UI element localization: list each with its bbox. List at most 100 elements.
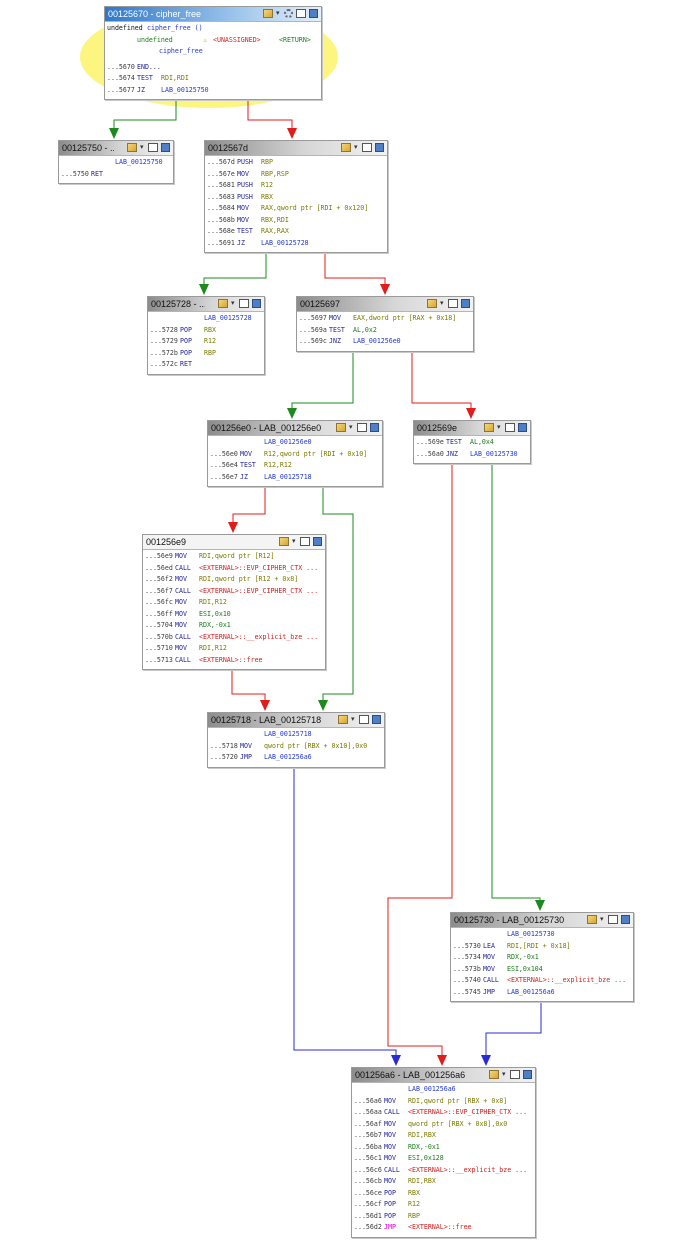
dropdown-caret-icon[interactable]: ▾ bbox=[354, 143, 358, 151]
edit-icon[interactable] bbox=[338, 715, 348, 724]
snapshot-icon[interactable] bbox=[372, 715, 381, 724]
dropdown-caret-icon[interactable]: ▾ bbox=[292, 537, 296, 545]
settings-icon[interactable] bbox=[284, 9, 293, 18]
edit-icon[interactable] bbox=[427, 299, 437, 308]
restore-window-icon[interactable] bbox=[505, 423, 515, 432]
restore-window-icon[interactable] bbox=[448, 299, 458, 308]
flow-edge-false[interactable] bbox=[324, 246, 386, 294]
edit-icon[interactable] bbox=[279, 537, 289, 546]
block-header[interactable]: 0012567d▾ bbox=[205, 141, 387, 156]
snapshot-icon[interactable] bbox=[252, 299, 261, 308]
dropdown-caret-icon[interactable]: ▾ bbox=[349, 423, 353, 431]
snapshot-icon[interactable] bbox=[161, 143, 170, 152]
block-header[interactable]: 00125697▾ bbox=[297, 297, 473, 312]
edit-icon[interactable] bbox=[587, 915, 597, 924]
block-header[interactable]: 0012569e▾ bbox=[414, 421, 530, 436]
edit-icon[interactable] bbox=[489, 1070, 499, 1079]
edit-icon[interactable] bbox=[341, 143, 351, 152]
block-header[interactable]: 001256a6 - LAB_001256a6▾ bbox=[352, 1068, 535, 1083]
code-block-b10[interactable]: 00125730 - LAB_00125730▾LAB_00125730...5… bbox=[450, 912, 634, 1002]
code-block-b9[interactable]: 00125718 - LAB_00125718▾LAB_00125718...5… bbox=[207, 712, 385, 768]
block-header[interactable]: 001256e9▾ bbox=[143, 535, 325, 550]
block-header[interactable]: 00125670 - cipher_free▾ bbox=[105, 7, 321, 22]
snapshot-icon[interactable] bbox=[313, 537, 322, 546]
restore-window-icon[interactable] bbox=[239, 299, 249, 308]
flow-edge-true[interactable] bbox=[203, 246, 267, 294]
dropdown-caret-icon[interactable]: ▾ bbox=[440, 299, 444, 307]
flow-edge-false[interactable] bbox=[411, 348, 472, 418]
block-header[interactable]: 00125750 - ...▾ bbox=[59, 141, 173, 156]
restore-window-icon[interactable] bbox=[362, 143, 372, 152]
restore-window-icon[interactable] bbox=[148, 143, 158, 152]
block-header[interactable]: 00125718 - LAB_00125718▾ bbox=[208, 713, 384, 728]
edit-icon[interactable] bbox=[336, 423, 346, 432]
block-header[interactable]: 00125728 - ...▾ bbox=[148, 297, 264, 312]
snapshot-icon[interactable] bbox=[375, 143, 384, 152]
dropdown-caret-icon[interactable]: ▾ bbox=[351, 715, 355, 723]
dropdown-caret-icon[interactable]: ▾ bbox=[497, 423, 501, 431]
flow-edge-jump[interactable] bbox=[293, 760, 397, 1065]
restore-window-icon[interactable] bbox=[510, 1070, 520, 1079]
snapshot-icon[interactable] bbox=[461, 299, 470, 308]
block-header[interactable]: 001256e0 - LAB_001256e0▾ bbox=[208, 421, 382, 436]
snapshot-icon[interactable] bbox=[621, 915, 630, 924]
flow-edge-false[interactable] bbox=[387, 462, 453, 1065]
snapshot-icon[interactable] bbox=[518, 423, 527, 432]
restore-window-icon[interactable] bbox=[359, 715, 369, 724]
snapshot-icon[interactable] bbox=[370, 423, 379, 432]
dropdown-caret-icon[interactable]: ▾ bbox=[231, 299, 235, 307]
restore-window-icon[interactable] bbox=[608, 915, 618, 924]
flow-edge-false[interactable] bbox=[232, 480, 266, 532]
snapshot-icon[interactable] bbox=[523, 1070, 532, 1079]
edit-icon[interactable] bbox=[484, 423, 494, 432]
flow-edge-true[interactable] bbox=[322, 480, 354, 710]
